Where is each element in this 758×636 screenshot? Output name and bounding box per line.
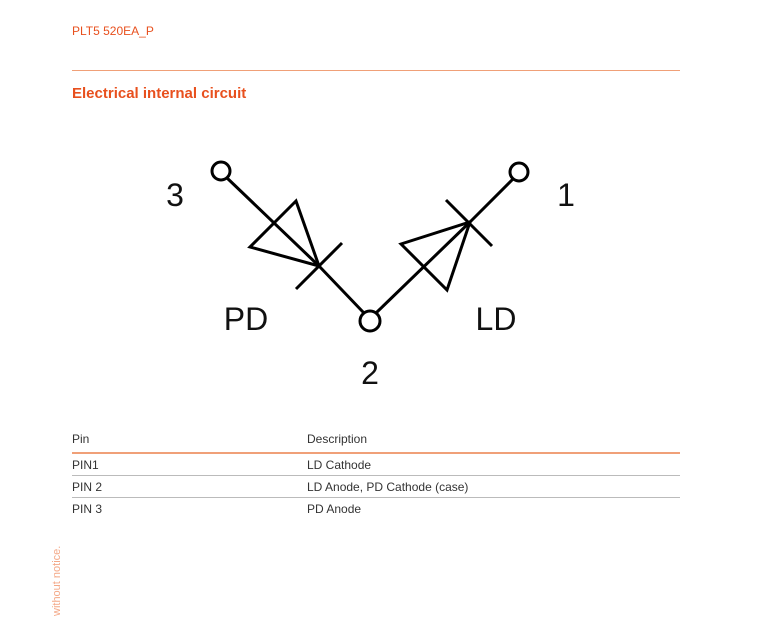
pin-terminals [210,160,530,333]
pin-cell: PIN 2 [72,475,307,498]
doc-code: PLT5 520EA_P [72,24,154,38]
description-cell: PD Anode [307,501,362,516]
pd-diode-symbol [247,198,344,291]
pin-cell: PIN 3 [72,501,103,516]
section-title: Electrical internal circuit [72,85,247,102]
pin-table-header-row: Pin Description [72,424,680,454]
table-row: PIN 2 LD Anode, PD Cathode (case) [72,475,680,498]
pin-table: Pin Description PIN1 LD Cathode PIN 2 LD… [72,424,680,519]
ld-cathode-bar [444,198,494,248]
pin1-number: 1 [557,177,575,213]
header-rule [72,70,680,71]
table-row: PIN1 LD Cathode [72,453,680,476]
pd-diode-triangle [247,198,322,269]
pd-cathode-bar [294,241,344,291]
description-column-header: Description [307,424,680,454]
description-cell: LD Cathode [307,453,680,476]
pd-label: PD [224,301,268,337]
side-note: without notice. [51,545,63,616]
wire-ld-pin1 [468,176,516,224]
ld-diode-symbol [398,198,494,293]
wire-pin3-pd [224,175,321,268]
description-cell: LD Anode, PD Cathode (case) [307,475,680,498]
pin-cell: PIN1 [72,453,307,476]
pin3-terminal [210,160,232,182]
pin2-number: 2 [361,355,379,391]
pin1-terminal [508,161,530,183]
table-row: PIN 3 PD Anode [72,498,680,520]
pin2-terminal [358,309,382,333]
pin3-number: 3 [166,177,184,213]
wire-pd-pin2 [317,264,365,314]
ld-diode-triangle [398,219,473,293]
pin-column-header: Pin [72,424,307,454]
ld-label: LD [476,301,517,337]
circuit-wires [224,175,516,314]
